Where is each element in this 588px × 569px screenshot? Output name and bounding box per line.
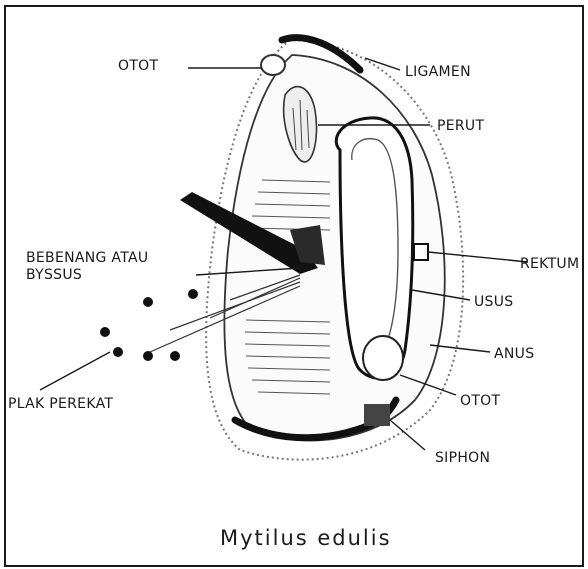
rectum: [414, 244, 428, 260]
label-perut: PERUT: [437, 118, 484, 134]
figure-caption: Mytilus edulis: [220, 526, 392, 550]
posterior-muscle: [363, 336, 403, 380]
label-bebenang-line1: BEBENANG ATAU: [26, 250, 148, 266]
label-otot-bottom: OTOT: [460, 393, 500, 409]
label-usus: USUS: [474, 294, 513, 310]
siphon-block: [364, 404, 390, 426]
label-plak: PLAK PEREKAT: [8, 396, 113, 412]
label-anus: ANUS: [494, 346, 534, 362]
label-bebenang-line2: BYSSUS: [26, 267, 82, 283]
anterior-muscle: [261, 55, 285, 75]
label-otot-top: OTOT: [118, 58, 158, 74]
label-rektum: REKTUM: [520, 256, 579, 272]
label-siphon: SIPHON: [435, 450, 490, 466]
label-ligamen: LIGAMEN: [405, 64, 471, 80]
